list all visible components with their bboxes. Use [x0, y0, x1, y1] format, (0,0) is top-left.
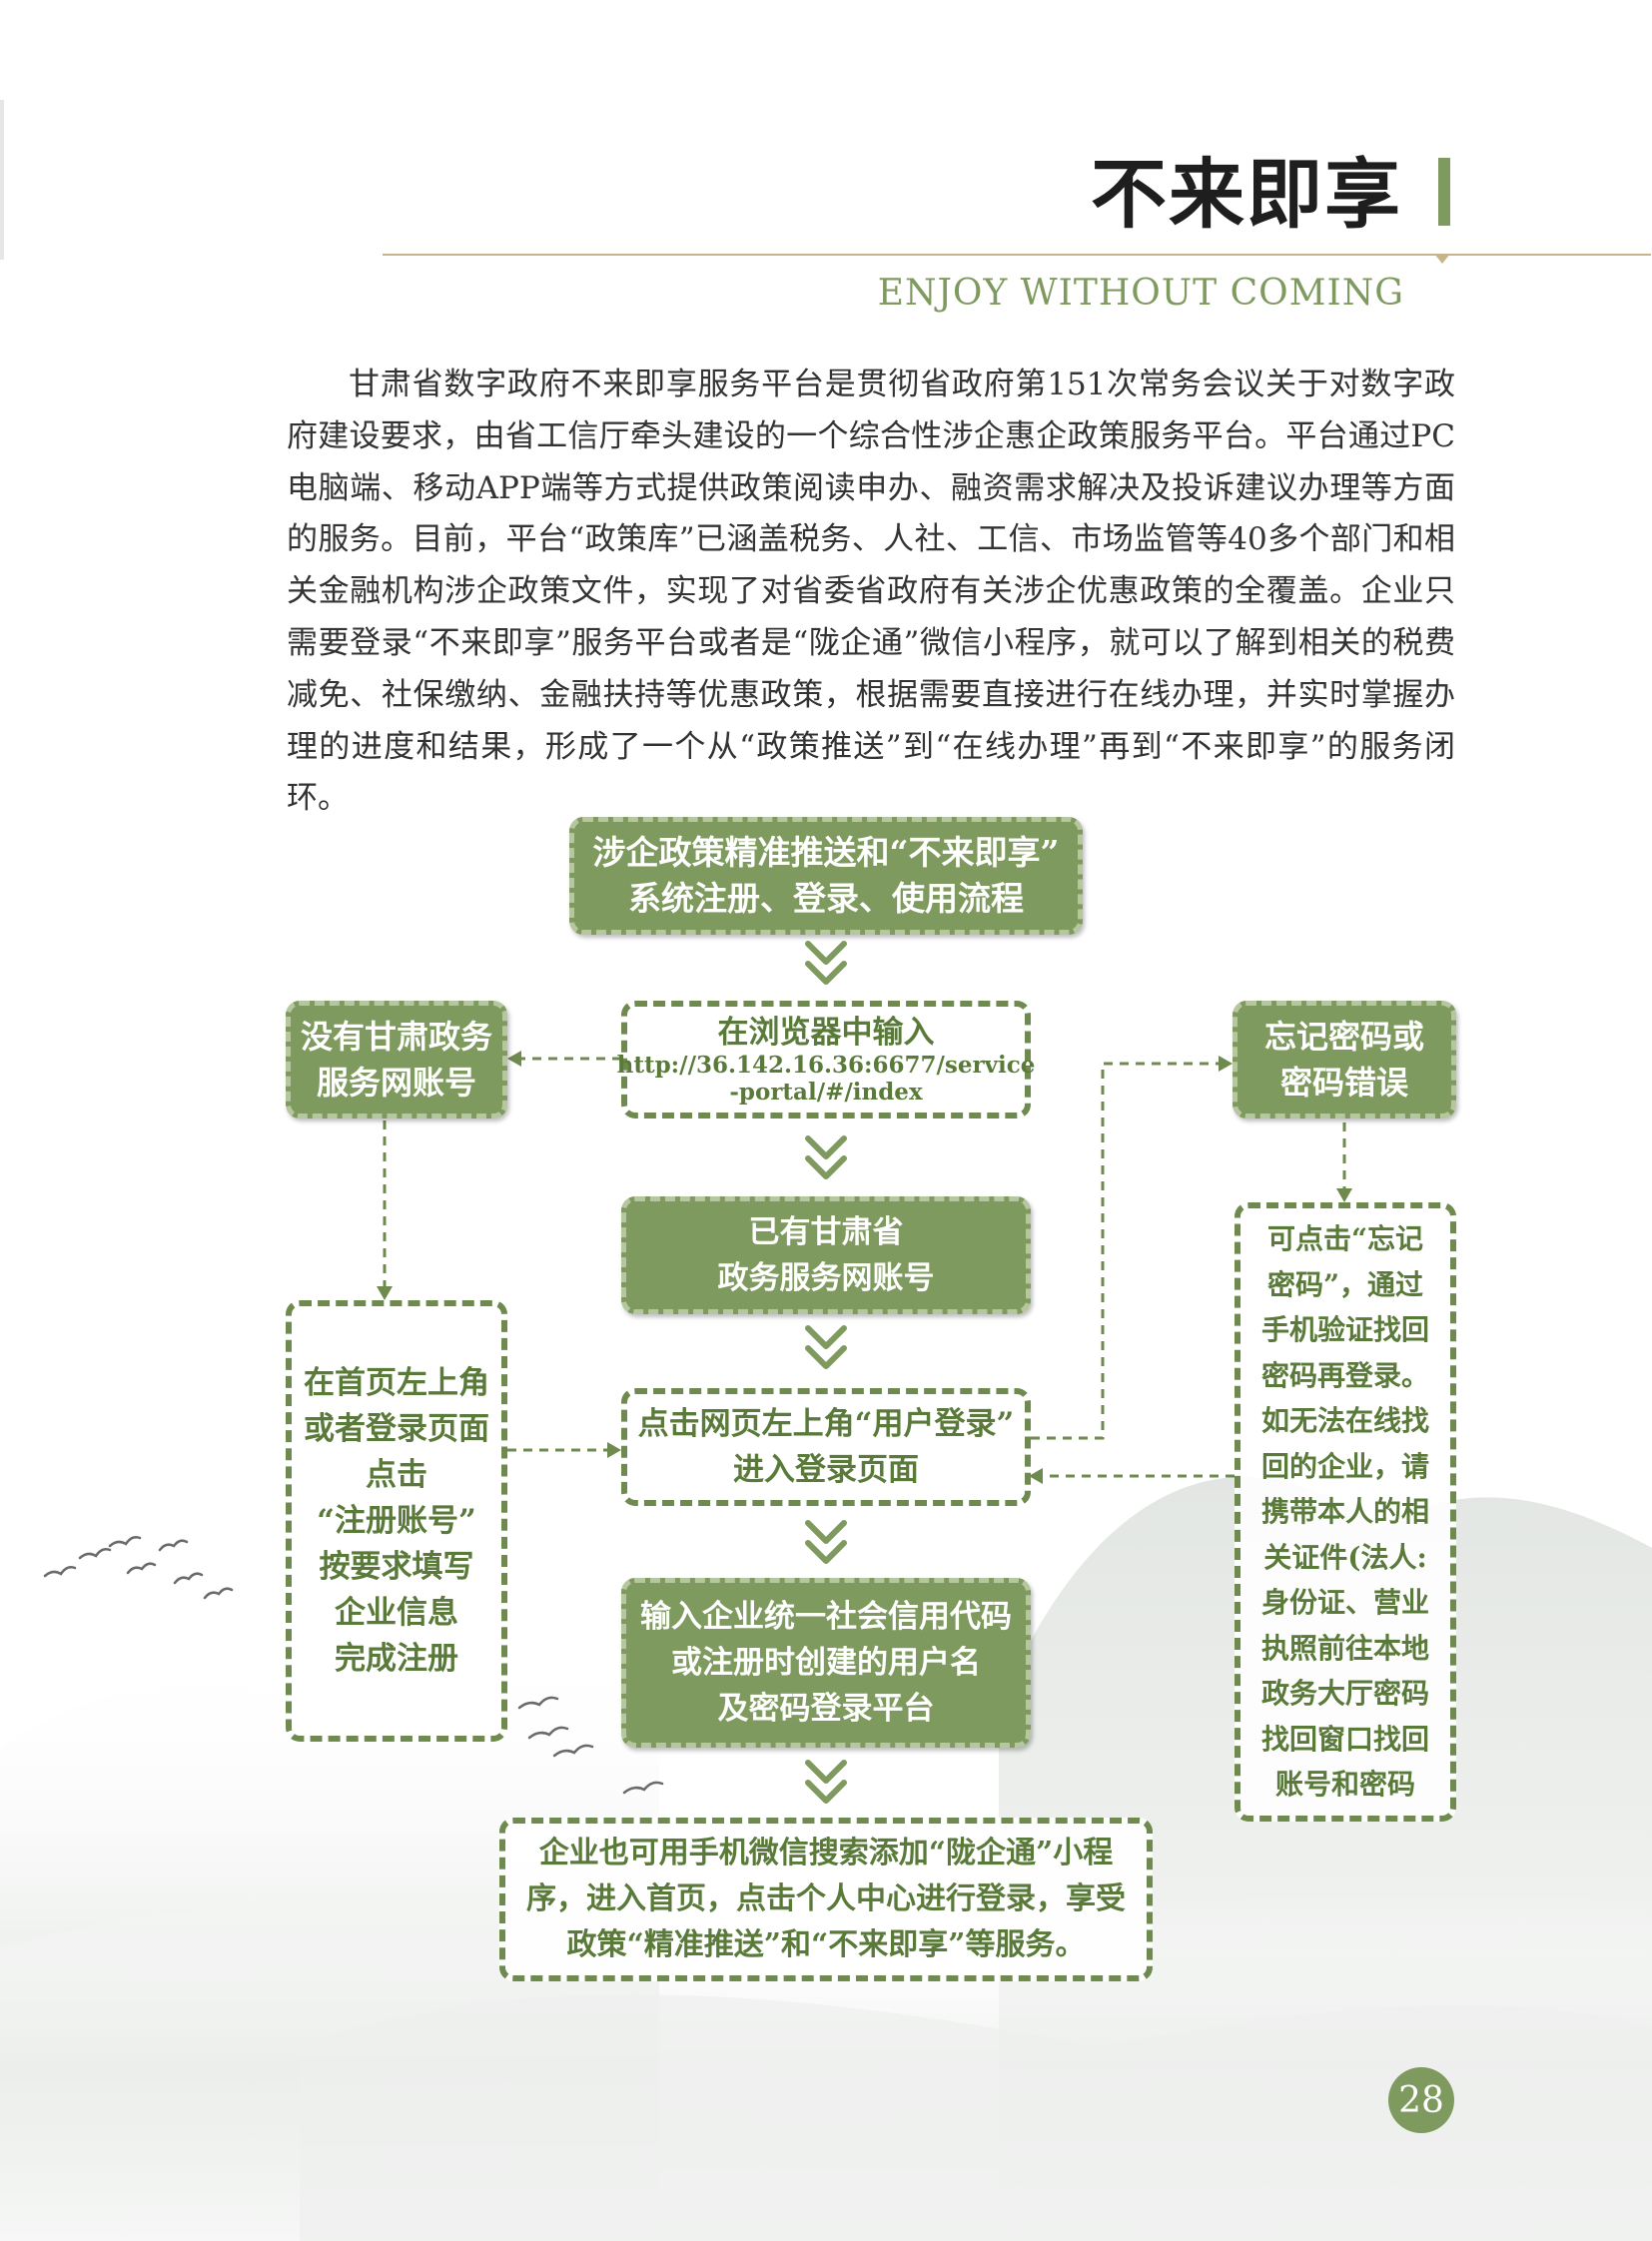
chevron-down-icon [805, 961, 847, 985]
credentials-line: 及密码登录平台 [717, 1691, 935, 1727]
register-step-line: 完成注册 [335, 1641, 458, 1677]
credentials-line: 或注册时创建的用户名 [671, 1645, 981, 1681]
forgot-step-line: 密码再登录。 [1260, 1358, 1429, 1392]
flow-box-wechat-mini-program: 企业也可用手机微信搜索添加“陇企通”小程 序，进入首页，点击个人中心进行登录，享… [499, 1818, 1153, 1981]
browser-step-label: 在浏览器中输入 [717, 1015, 935, 1051]
page-subtitle: ENJOY WITHOUT COMING [877, 273, 1404, 314]
register-step-line: 企业信息 [335, 1595, 458, 1631]
portal-url-line: -portal/#/index [729, 1079, 923, 1106]
register-step-line: 按要求填写 [319, 1549, 474, 1585]
mist-mountains-background [0, 1476, 1652, 2241]
arrow-left-icon [1029, 1468, 1043, 1484]
title-accent-bar [1438, 158, 1450, 226]
forgot-step-line: 执照前往本地 [1260, 1631, 1429, 1665]
no-account-line: 服务网账号 [316, 1064, 476, 1102]
has-account-line: 政务服务网账号 [717, 1260, 935, 1296]
birds-decoration [43, 1536, 664, 1795]
arrow-right-icon [1219, 1056, 1233, 1072]
wechat-line: 序，进入首页，点击个人中心进行登录，享受 [526, 1881, 1126, 1916]
chevron-down-icon [805, 941, 847, 965]
forgot-step-line: 可点击“忘记 [1266, 1222, 1424, 1256]
flow-box-process-title: 涉企政策精准推送和“不来即享” 系统注册、登录、使用流程 [569, 817, 1083, 935]
forgot-step-line: 回的企业，请 [1260, 1449, 1429, 1483]
flow-box-no-account: 没有甘肃政务 服务网账号 [286, 1001, 507, 1119]
arrow-down-icon [377, 1286, 393, 1300]
portal-url-line: http://36.142.16.36:6677/service [616, 1052, 1036, 1079]
chevron-down-icon [805, 1155, 847, 1179]
chevron-down-icon [805, 1135, 847, 1159]
wechat-line: 企业也可用手机微信搜索添加“陇企通”小程 [538, 1836, 1114, 1870]
chevron-down-icon [805, 1760, 847, 1784]
no-account-line: 没有甘肃政务 [300, 1018, 492, 1056]
arrow-right-icon [607, 1442, 621, 1458]
process-title-line: 系统注册、登录、使用流程 [628, 879, 1024, 918]
header-rule [383, 254, 1651, 256]
forgot-step-line: 携带本人的相 [1260, 1495, 1429, 1529]
register-step-line: 或者登录页面 [304, 1411, 489, 1447]
wechat-line: 政策“精准推送”和“不来即享”等服务。 [566, 1927, 1086, 1962]
register-step-line: “注册账号” [317, 1503, 476, 1539]
flow-box-has-account: 已有甘肃省 政务服务网账号 [621, 1196, 1031, 1314]
register-step-line: 在首页左上角 [304, 1365, 489, 1401]
flow-box-enter-credentials: 输入企业统一社会信用代码 或注册时创建的用户名 及密码登录平台 [621, 1578, 1031, 1748]
forgot-step-line: 密码”，通过 [1266, 1267, 1424, 1301]
forgot-password-line: 密码错误 [1279, 1064, 1408, 1102]
forgot-step-line: 手机验证找回 [1260, 1313, 1429, 1347]
header-rule-notch [1434, 254, 1450, 264]
page-title: 不来即享 [1091, 150, 1402, 239]
chevron-down-icon [805, 1780, 847, 1804]
flow-box-click-login: 点击网页左上角“用户登录” 进入登录页面 [621, 1388, 1031, 1506]
page-edge-mark [0, 100, 4, 260]
intro-paragraph: 甘肃省数字政府不来即享服务平台是贯彻省政府第151次常务会议关于对数字政府建设要… [287, 367, 1455, 817]
arrow-left-icon [507, 1051, 521, 1067]
flow-box-browser-url: 在浏览器中输入 http://36.142.16.36:6677/service… [617, 1001, 1035, 1119]
register-step-line: 点击 [366, 1457, 427, 1493]
forgot-step-line: 身份证、营业 [1260, 1586, 1429, 1620]
chevron-down-icon [805, 1540, 847, 1564]
process-title-line: 涉企政策精准推送和“不来即享” [592, 833, 1060, 872]
chevron-down-icon [805, 1520, 847, 1544]
page-number: 28 [1388, 2067, 1454, 2133]
arrow-down-icon [1336, 1188, 1352, 1202]
chevron-down-icon [805, 1325, 847, 1349]
flow-box-register-steps: 在首页左上角 或者登录页面 点击 “注册账号” 按要求填写 企业信息 完成注册 [286, 1300, 507, 1742]
chevron-down-icon [805, 1345, 847, 1369]
forgot-step-line: 找回窗口找回 [1260, 1722, 1429, 1756]
connector-login-to-forgot [1031, 1062, 1221, 1440]
flow-box-forgot-password: 忘记密码或 密码错误 [1233, 1001, 1456, 1119]
forgot-step-line: 政务大厅密码 [1260, 1677, 1429, 1711]
forgot-password-line: 忘记密码或 [1263, 1018, 1424, 1056]
click-login-line: 点击网页左上角“用户登录” [637, 1406, 1015, 1442]
click-login-line: 进入登录页面 [733, 1452, 919, 1488]
forgot-step-line: 如无法在线找 [1260, 1404, 1429, 1438]
forgot-step-line: 关证件(法人: [1263, 1540, 1427, 1574]
credentials-line: 输入企业统一社会信用代码 [640, 1599, 1012, 1635]
flow-box-forgot-steps: 可点击“忘记 密码”，通过 手机验证找回 密码再登录。 如无法在线找 回的企业，… [1235, 1202, 1456, 1822]
has-account-line: 已有甘肃省 [748, 1214, 904, 1250]
forgot-step-line: 账号和密码 [1274, 1768, 1415, 1802]
